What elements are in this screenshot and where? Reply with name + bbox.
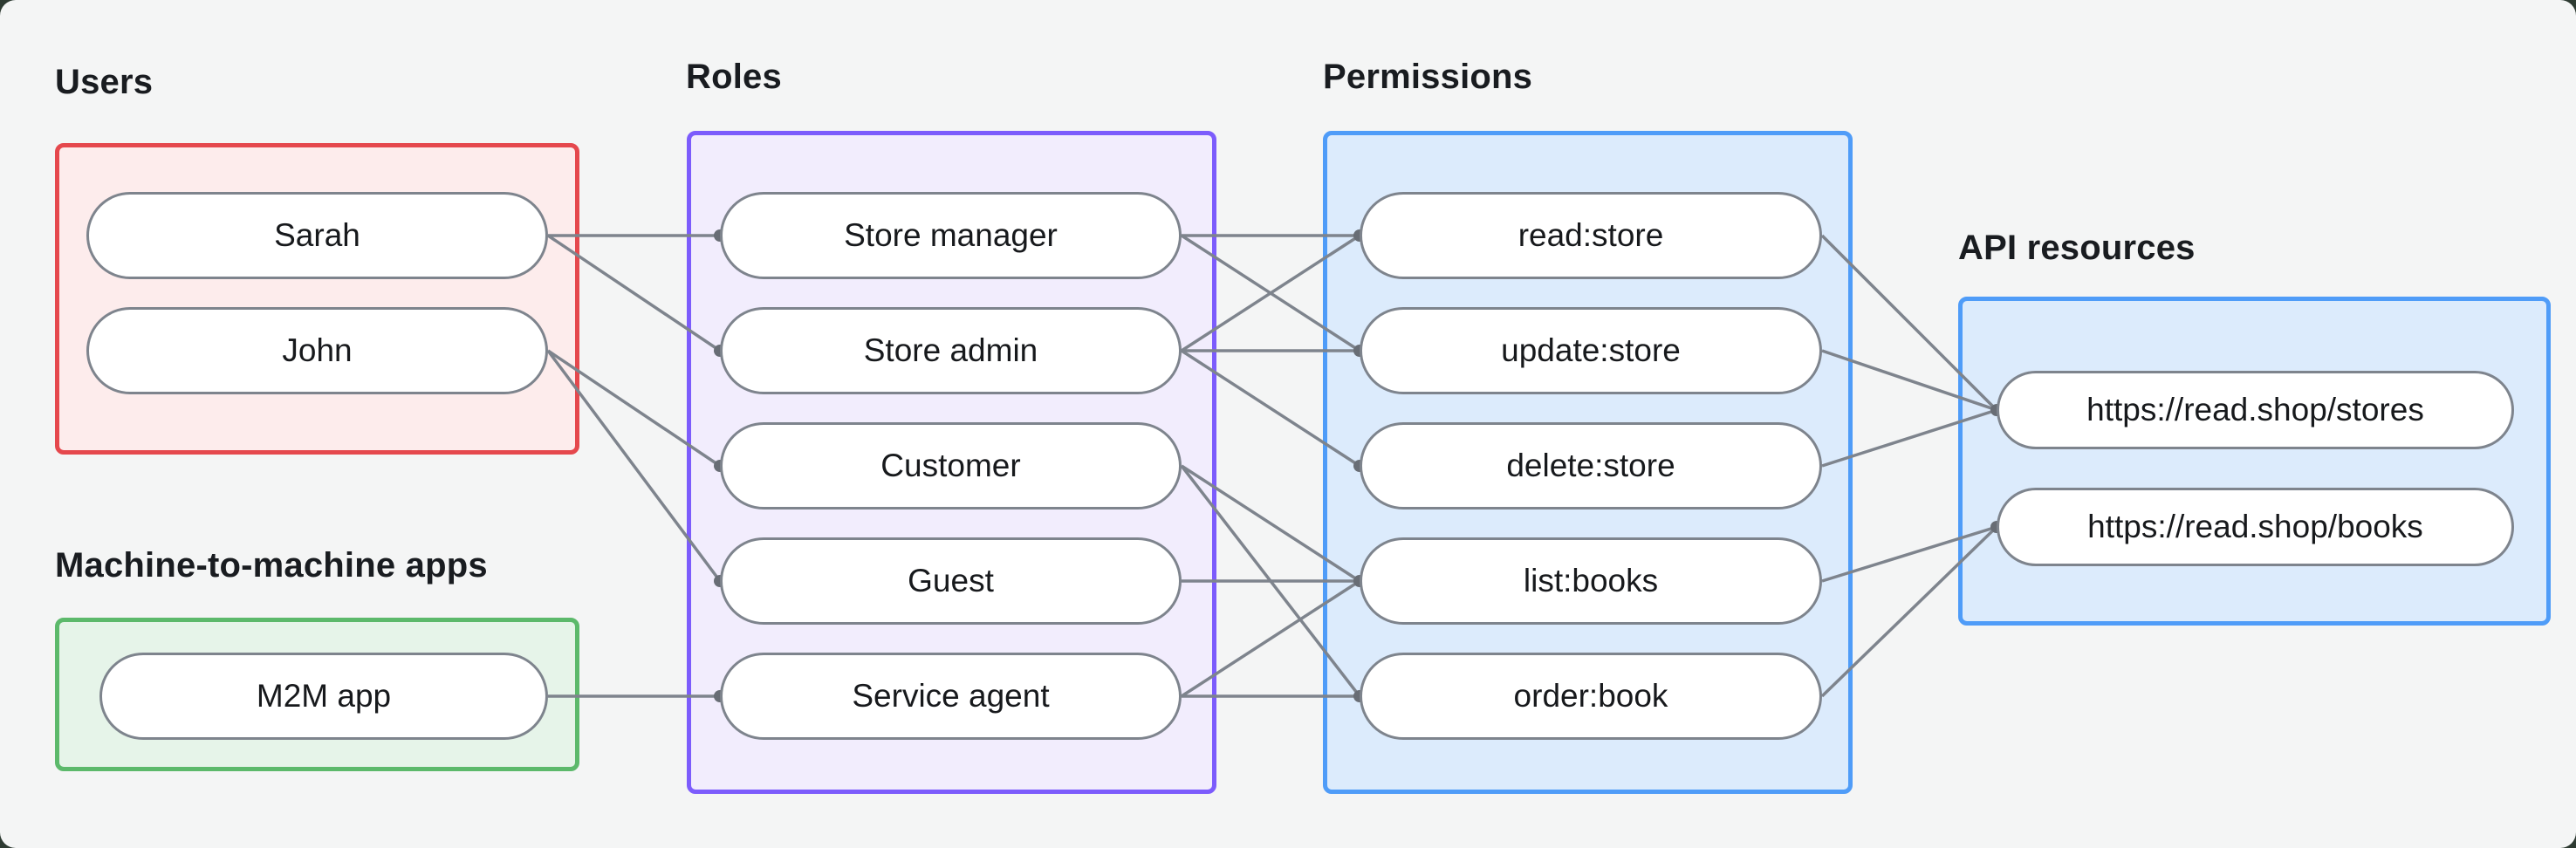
permission-node-update-store: update:store [1360,307,1822,394]
role-node-guest: Guest [720,537,1182,625]
api-resources-group-label: API resources [1958,229,2196,267]
users-group-label: Users [55,63,154,101]
role-node-store-manager: Store manager [720,192,1182,279]
permissions-group-label: Permissions [1323,58,1533,96]
m2m-apps-group-label: Machine-to-machine apps [55,546,488,585]
user-node-john: John [86,307,548,394]
role-node-customer: Customer [720,422,1182,509]
api-resource-node-books: https://read.shop/books [1997,488,2514,566]
permission-node-order-book: order:book [1360,653,1822,740]
m2m-app-node: M2M app [99,653,548,740]
user-node-sarah: Sarah [86,192,548,279]
permission-node-delete-store: delete:store [1360,422,1822,509]
permission-node-read-store: read:store [1360,192,1822,279]
api-resource-node-stores: https://read.shop/stores [1997,371,2514,449]
role-node-store-admin: Store admin [720,307,1182,394]
api-resources-group-box [1958,297,2551,626]
permission-node-list-books: list:books [1360,537,1822,625]
users-group-box [55,143,579,455]
roles-group-label: Roles [686,58,782,96]
role-node-service-agent: Service agent [720,653,1182,740]
